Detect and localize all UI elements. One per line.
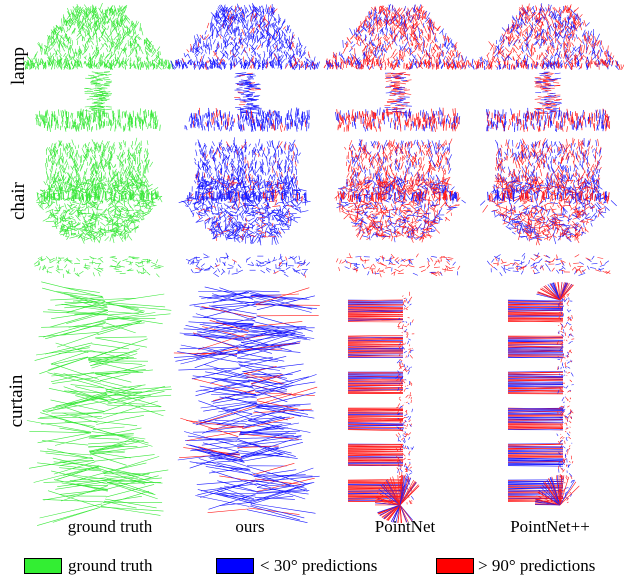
legend-item-good-predictions: < 30° predictions [216,556,416,576]
column-label-pointnet-plus-plus: PointNet++ [510,517,590,536]
chair-panel-1 [33,137,164,278]
lamp-panel-3 [323,3,474,132]
legend-item-ground-truth: ground truth [24,556,184,576]
chair-panel-3 [334,138,466,278]
curtain-panel-3 [347,291,420,524]
legend-label: ground truth [68,556,153,575]
chair-panel-2 [178,137,311,278]
legend-swatch-green [24,558,62,574]
column-label-ours: ours [235,517,265,536]
lamp-panel-2 [170,2,320,132]
panels-svg [23,2,624,526]
row-label-curtain: curtain [6,374,27,428]
row-label-lamp: lamp [8,47,29,85]
legend-swatch-red [436,558,474,574]
chair-panel-4 [479,137,617,277]
column-label-pointnet: PointNet [374,517,436,536]
legend-item-bad-predictions: > 90° predictions [436,556,624,576]
row-label-chair: chair [8,182,29,220]
curtain-panel-2 [173,286,320,523]
legend-swatch-blue [216,558,254,574]
curtain-panel-1 [26,281,172,526]
lamp-panel-4 [470,3,624,133]
legend-label: < 30° predictions [260,556,378,575]
column-label-ground-truth: ground truth [67,517,153,536]
legend-label: > 90° predictions [478,556,596,575]
curtain-panel-4 [507,281,580,506]
lamp-panel-1 [23,2,174,132]
